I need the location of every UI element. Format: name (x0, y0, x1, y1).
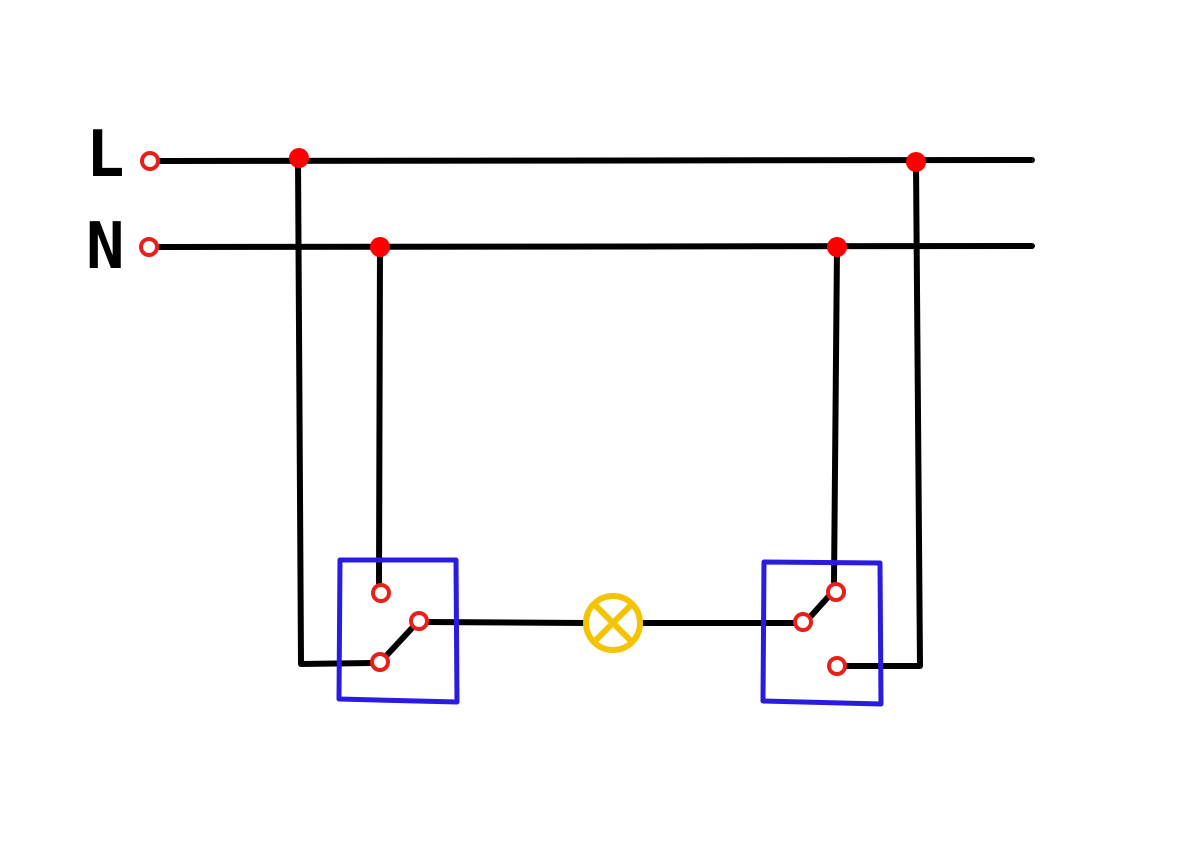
neutral-left-junction-dot (370, 237, 390, 257)
neutral-right-junction-dot (827, 237, 847, 257)
live-input-terminal (140, 151, 160, 171)
right-switch-bottom-terminal (827, 656, 847, 676)
left-switch-common-terminal (370, 652, 390, 672)
neutral-input-terminal (139, 237, 159, 257)
left-switch-blade (384, 624, 416, 658)
right-live-drop-wire (843, 160, 923, 669)
right-switch-input-terminal (793, 612, 813, 632)
right-switch-top-terminal (826, 582, 846, 602)
live-left-junction-dot (289, 148, 309, 168)
left-lamp-wire (425, 619, 587, 626)
right-switch-box (760, 559, 884, 707)
left-switch-output-terminal (409, 611, 429, 631)
left-neutral-drop-wire (376, 245, 383, 586)
neutral-wire (157, 243, 1035, 250)
live-line-label: L (86, 118, 125, 192)
left-switch-top-terminal (371, 583, 391, 603)
right-switch-blade (808, 593, 832, 619)
left-live-drop-wire (295, 156, 374, 667)
left-switch-box (336, 557, 460, 705)
live-right-junction-dot (906, 152, 926, 172)
lamp-symbol (583, 593, 643, 653)
right-neutral-drop-wire (831, 245, 840, 585)
neutral-line-label: N (86, 210, 125, 284)
